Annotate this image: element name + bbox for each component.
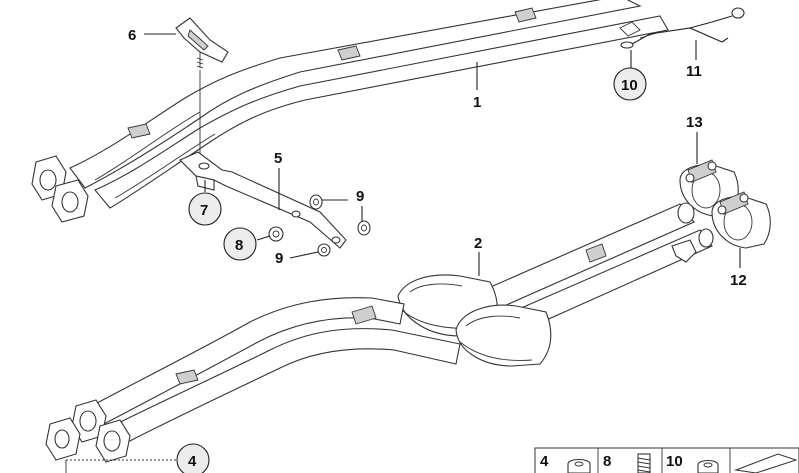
callout-7: 7: [200, 202, 208, 219]
callout-8: 8: [235, 237, 243, 254]
callout-9-lower: 9: [275, 250, 283, 267]
callout-10: 10: [621, 77, 638, 94]
callout-13: 13: [686, 114, 703, 131]
callout-4: 4: [188, 453, 197, 470]
callout-8-circle: 8: [223, 227, 257, 261]
nut-icon-small: [697, 459, 719, 473]
washer-part-8: [268, 226, 284, 242]
catalytic-converter-part-2: [45, 202, 714, 463]
legend-label-4: 4: [540, 453, 549, 470]
legend-label-8: 8: [603, 453, 611, 470]
part-arrow-icon: [734, 453, 798, 473]
callout-4-circle: 4: [176, 443, 210, 473]
callout-12: 12: [730, 272, 747, 289]
legend-label-10: 10: [666, 453, 683, 470]
front-pipe-part-1: [31, 0, 669, 223]
ground-strap-part-11: [619, 7, 745, 45]
nut-part-9: [309, 194, 371, 257]
callout-7-circle: 7: [188, 192, 222, 226]
callout-6: 6: [128, 27, 136, 44]
callout-2: 2: [474, 235, 482, 252]
parts-legend-table: 4 8 10: [534, 447, 799, 473]
callout-1: 1: [473, 94, 481, 111]
clamp-part-12: [711, 191, 771, 249]
bolt-icon: [637, 453, 651, 473]
support-bracket-part-5: [179, 151, 347, 249]
callout-9-upper: 9: [356, 188, 364, 205]
nut-icon: [567, 458, 591, 473]
callout-5: 5: [274, 150, 282, 167]
hanger-bracket-part-6: [175, 17, 229, 69]
washer-part-10: [620, 41, 634, 49]
callout-11: 11: [686, 63, 702, 80]
callout-10-circle: 10: [613, 67, 647, 101]
